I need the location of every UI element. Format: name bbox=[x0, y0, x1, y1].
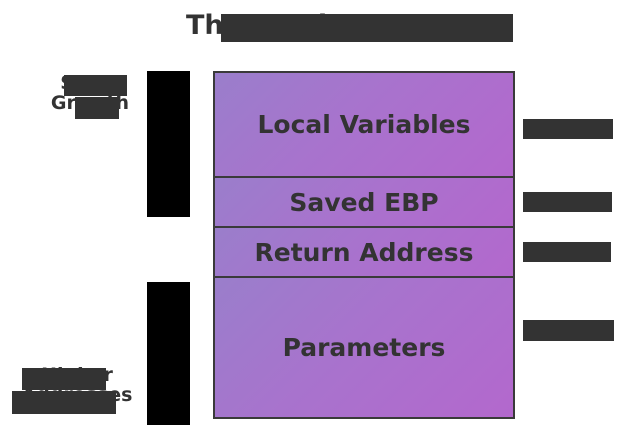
annotation-return-address-redaction bbox=[523, 242, 611, 262]
stack-cell-label: Local Variables bbox=[257, 110, 471, 139]
stack-cell-label: Parameters bbox=[282, 333, 446, 362]
higher-addresses-redaction-2 bbox=[12, 391, 116, 414]
stack-growth-redaction-2 bbox=[75, 97, 119, 119]
annotation-local-variables-redaction bbox=[523, 119, 613, 139]
annotation-text bbox=[523, 242, 524, 243]
annotation-text bbox=[523, 192, 524, 193]
annotation-saved-ebp-redaction bbox=[523, 192, 612, 212]
stack-growth-arrow-redaction bbox=[147, 71, 190, 217]
stack-cell-label: Saved EBP bbox=[289, 187, 439, 217]
annotation-parameters-redaction bbox=[523, 320, 614, 341]
stack-cell-local-variables: Local Variables bbox=[215, 73, 513, 178]
higher-addresses-redaction-1 bbox=[22, 368, 106, 390]
higher-addresses-arrow-redaction bbox=[147, 282, 190, 425]
stack-cell-label: Return Address bbox=[254, 237, 474, 267]
stack-cell-saved-ebp: Saved EBP bbox=[215, 178, 513, 228]
stack-growth-redaction-1 bbox=[64, 75, 127, 96]
stack-cell-return-address: Return Address bbox=[215, 228, 513, 278]
stack-frame-diagram: Local Variables Saved EBP Return Address… bbox=[213, 71, 515, 419]
stack-cell-parameters: Parameters bbox=[215, 278, 513, 417]
annotation-text bbox=[523, 320, 524, 321]
annotation-text bbox=[523, 119, 524, 120]
title-redaction-bar bbox=[221, 14, 513, 42]
